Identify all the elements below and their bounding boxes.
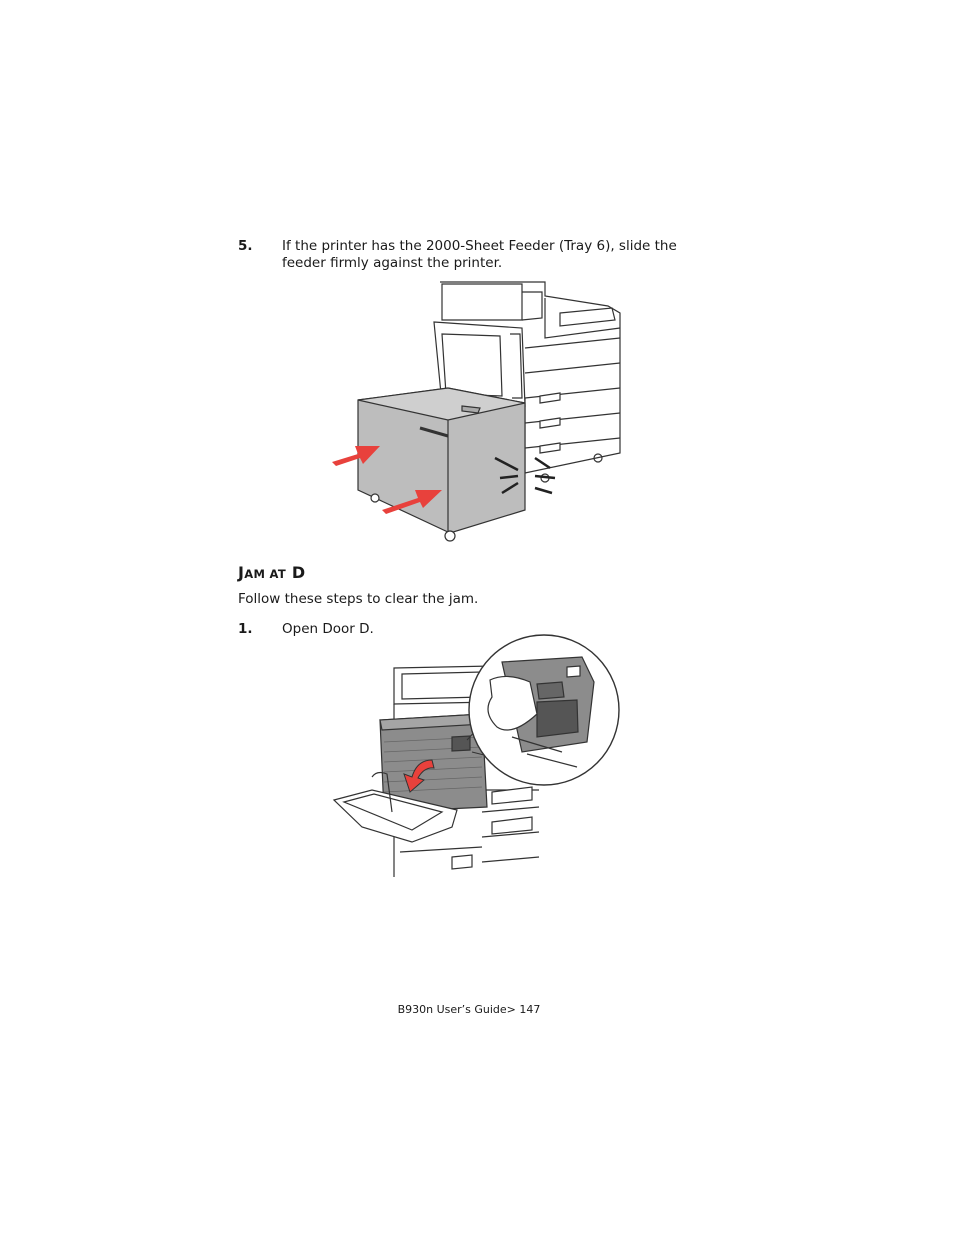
step-5-number: 5. (238, 238, 253, 254)
step-1-text: Open Door D. (282, 621, 374, 637)
heading-first-letter: J (238, 563, 245, 582)
page-footer: B930n User’s Guide> 147 (397, 1003, 541, 1016)
section-heading: JAM AT D (238, 563, 305, 582)
step-5-text: If the printer has the 2000-Sheet Feeder… (282, 238, 722, 272)
step-5-line-2: feeder firmly against the printer. (282, 255, 503, 271)
intro-text: Follow these steps to clear the jam. (238, 591, 479, 607)
step-1-number: 1. (238, 621, 253, 637)
open-door-illustration (332, 634, 620, 877)
feeder-illustration (332, 281, 621, 542)
heading-small-caps: AM AT (244, 567, 286, 581)
step-5-line-1: If the printer has the 2000-Sheet Feeder… (282, 238, 677, 254)
heading-last-letter: D (291, 563, 306, 582)
